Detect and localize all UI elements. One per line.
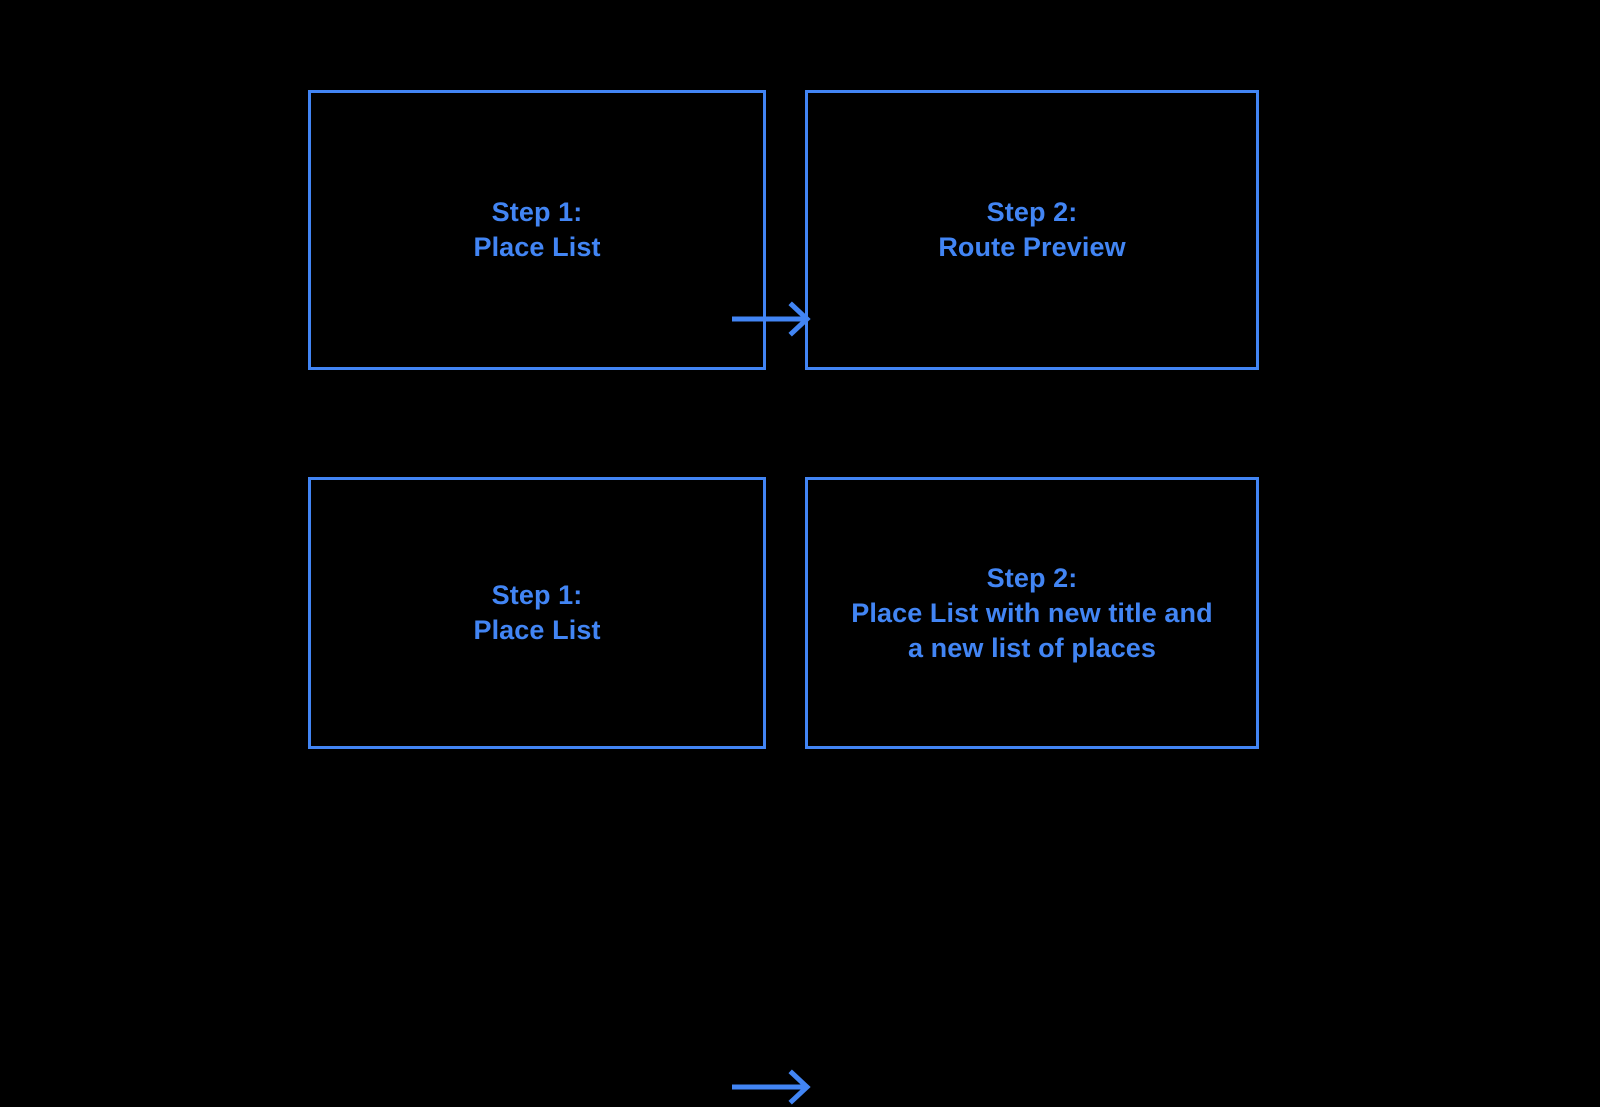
diagram-canvas: Step 1: Place List Step 2: Route Preview… bbox=[0, 90, 1600, 1105]
flow-row-route-preview: Step 1: Place List Step 2: Route Preview bbox=[0, 90, 1600, 370]
step-box-label: Step 2: Route Preview bbox=[938, 197, 1126, 262]
step-box-step-1-place-list-top[interactable]: Step 1: Place List bbox=[308, 90, 766, 370]
flow-row-new-place-list: Step 1: Place List Step 2: Place List wi… bbox=[0, 477, 1600, 1105]
step-box-label: Step 1: Place List bbox=[473, 197, 601, 262]
step-box-step-1-place-list-bottom[interactable]: Step 1: Place List bbox=[308, 477, 766, 749]
step-box-step-2-route-preview[interactable]: Step 2: Route Preview bbox=[805, 90, 1259, 370]
step-box-label: Step 2: Place List with new title and a … bbox=[851, 562, 1213, 663]
arrow-right-icon bbox=[726, 1067, 816, 1107]
step-box-step-2-new-place-list[interactable]: Step 2: Place List with new title and a … bbox=[805, 477, 1259, 749]
step-box-label: Step 1: Place List bbox=[473, 580, 601, 645]
